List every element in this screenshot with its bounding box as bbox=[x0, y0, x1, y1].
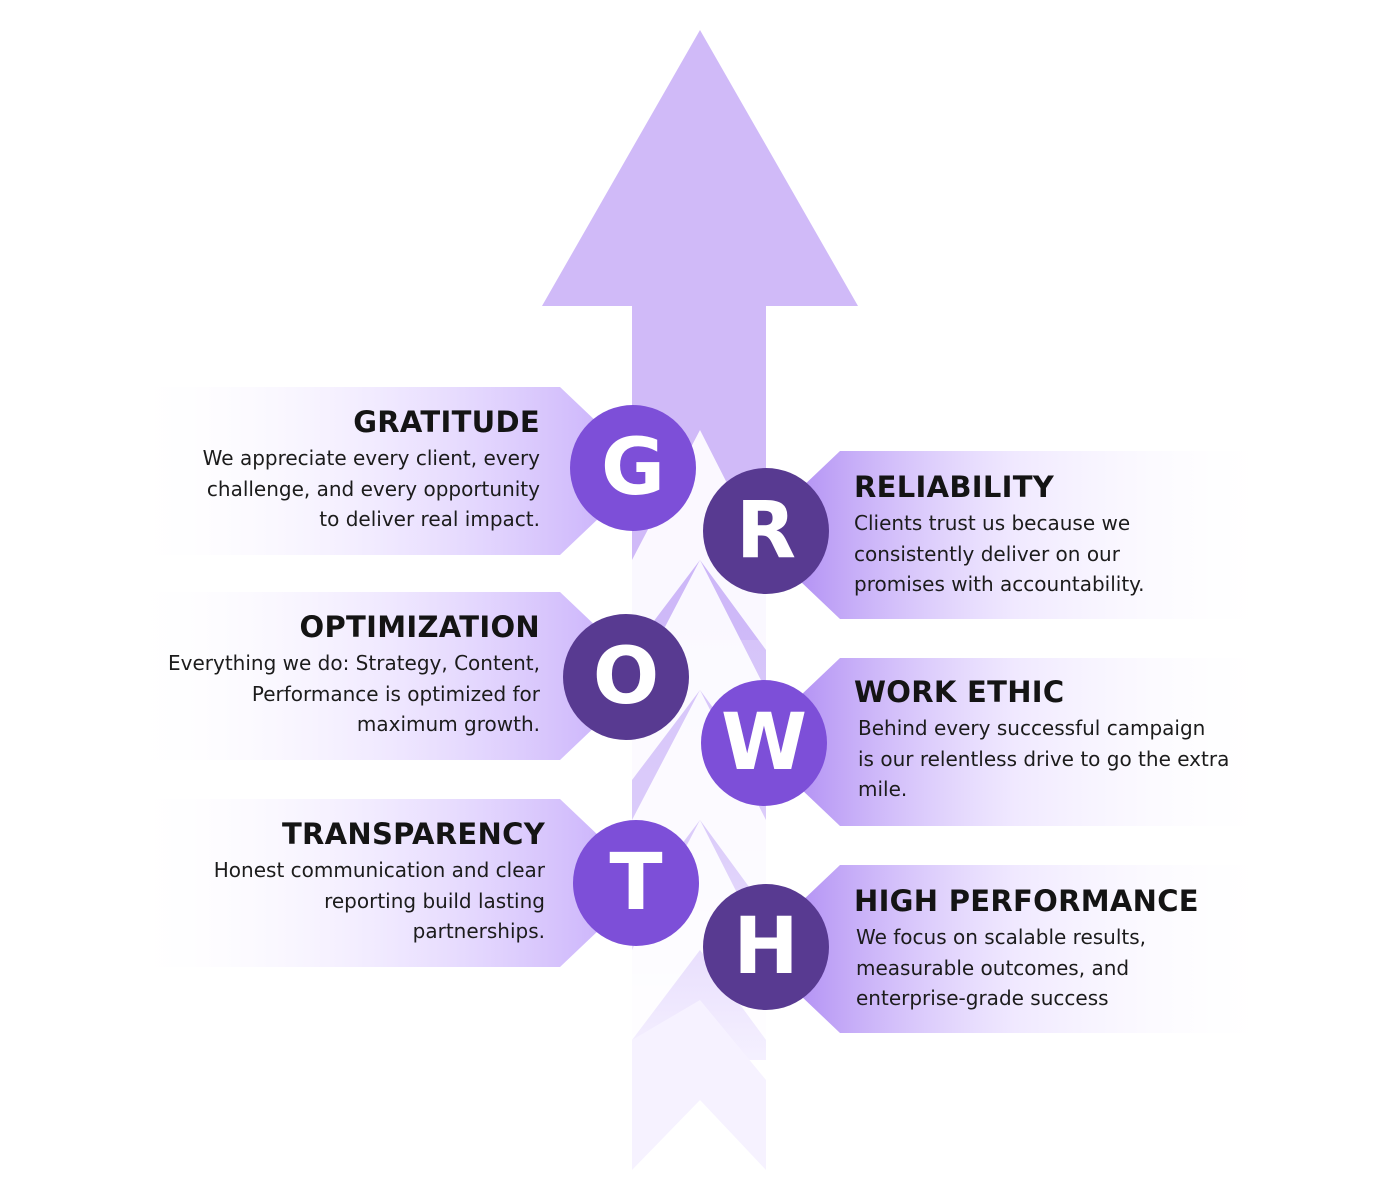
ribbon-reliability bbox=[800, 451, 1278, 619]
letter-circle-r: R bbox=[703, 468, 829, 594]
ribbon-transparency bbox=[125, 799, 600, 967]
letter-g: G bbox=[600, 423, 666, 513]
description-line: mile. bbox=[858, 777, 908, 801]
value-title: TRANSPARENCY bbox=[281, 817, 545, 851]
value-title: RELIABILITY bbox=[854, 470, 1055, 504]
value-description: We focus on scalable results, measurable… bbox=[856, 922, 1274, 1014]
value-title: GRATITUDE bbox=[353, 405, 540, 439]
value-block-transparency: TRANSPARENCY Honest communication and cl… bbox=[125, 817, 545, 947]
ribbon-gratitude bbox=[125, 387, 600, 555]
value-block-high-performance: HIGH PERFORMANCE We focus on scalable re… bbox=[854, 884, 1274, 1014]
description-line: We focus on scalable results, bbox=[856, 925, 1147, 949]
ribbon-high-performance bbox=[800, 865, 1278, 1033]
description-line: enterprise-grade success bbox=[856, 986, 1109, 1010]
description-line: partnerships. bbox=[412, 919, 545, 943]
value-description: Behind every successful campaign is our … bbox=[858, 713, 1274, 805]
description-line: to deliver real impact. bbox=[319, 507, 540, 531]
letter-circle-w: W bbox=[701, 680, 827, 806]
description-line: measurable outcomes, and bbox=[856, 955, 1130, 980]
value-title: WORK ETHIC bbox=[854, 675, 1065, 709]
description-line: reporting build lasting bbox=[324, 888, 545, 913]
description-line: consistently deliver on our bbox=[854, 541, 1120, 566]
description-line: We appreciate every client, every bbox=[202, 446, 540, 470]
letter-circle-t: T bbox=[573, 820, 699, 946]
letter-circle-h: H bbox=[703, 884, 829, 1010]
value-description: Everything we do: Strategy, Content, Per… bbox=[100, 648, 540, 740]
description-line: Honest communication and clear bbox=[213, 858, 545, 882]
letter-t: T bbox=[609, 838, 663, 928]
description-line: Clients trust us because we bbox=[854, 511, 1131, 535]
ribbon-work-ethic bbox=[800, 658, 1278, 826]
value-title: HIGH PERFORMANCE bbox=[854, 884, 1199, 918]
description-line: is our relentless drive to go the extra bbox=[858, 746, 1230, 771]
description-line: challenge, and every opportunity bbox=[206, 476, 540, 501]
letter-h: H bbox=[733, 902, 799, 992]
letter-circle-o: O bbox=[563, 614, 689, 740]
letter-w: W bbox=[720, 698, 808, 788]
value-block-reliability: RELIABILITY Clients trust us because we … bbox=[854, 470, 1274, 600]
value-block-optimization: OPTIMIZATION Everything we do: Strategy,… bbox=[100, 610, 540, 740]
ribbon-optimization bbox=[122, 592, 600, 760]
description-line: Everything we do: Strategy, Content, bbox=[168, 651, 540, 675]
value-description: Honest communication and clear reporting… bbox=[125, 855, 545, 947]
description-line: promises with accountability. bbox=[854, 572, 1145, 596]
letter-circle-g: G bbox=[570, 405, 696, 531]
growth-arrow-head bbox=[542, 30, 858, 640]
letter-o: O bbox=[592, 632, 660, 722]
description-line: Behind every successful campaign bbox=[858, 716, 1206, 740]
value-description: Clients trust us because we consistently… bbox=[854, 508, 1274, 600]
description-line: Performance is optimized for bbox=[251, 681, 540, 706]
value-description: We appreciate every client, every challe… bbox=[120, 443, 540, 535]
value-title: OPTIMIZATION bbox=[299, 610, 540, 644]
letter-r: R bbox=[735, 486, 797, 576]
description-line: maximum growth. bbox=[356, 712, 540, 736]
value-block-gratitude: GRATITUDE We appreciate every client, ev… bbox=[120, 405, 540, 535]
value-block-work-ethic: WORK ETHIC Behind every successful campa… bbox=[854, 675, 1274, 805]
